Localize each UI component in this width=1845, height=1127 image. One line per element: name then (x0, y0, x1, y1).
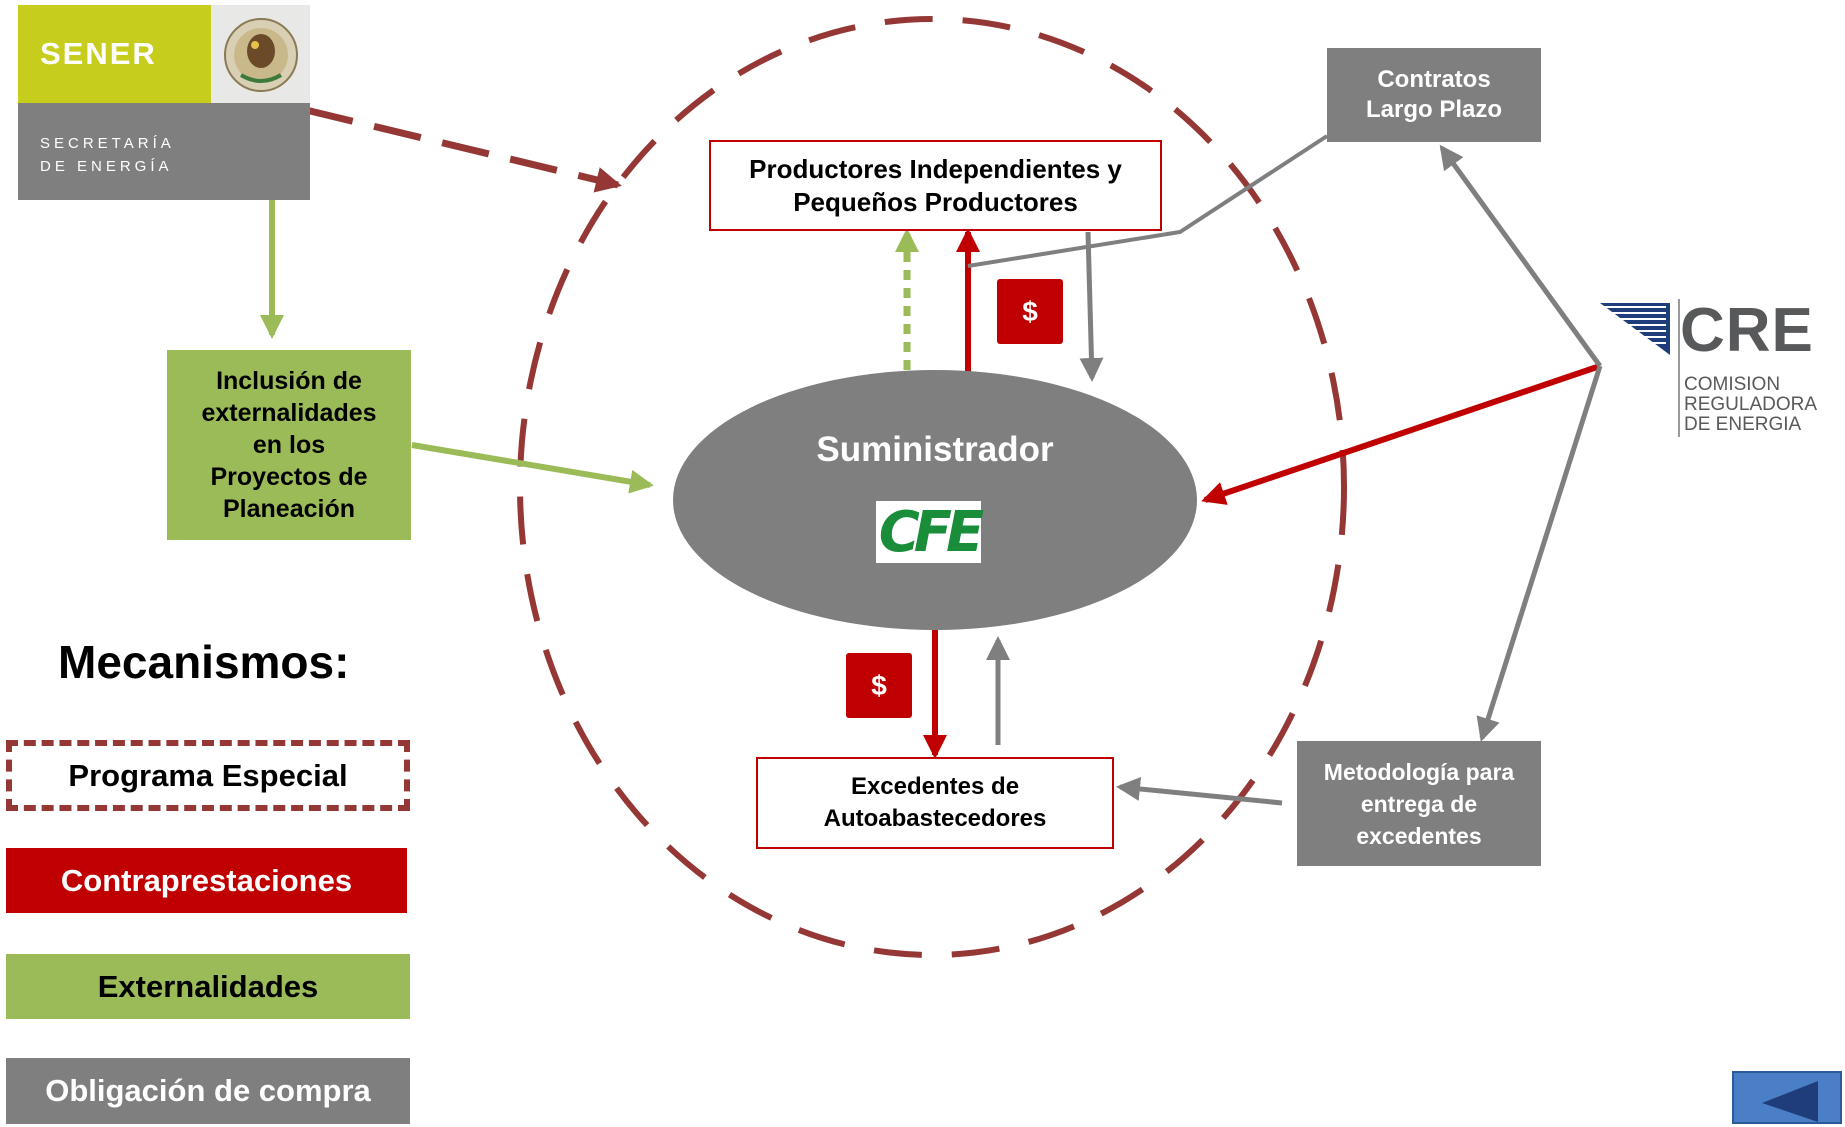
legend-programa-especial-label: Programa Especial (68, 757, 348, 793)
legend-obligacion-compra: Obligación de compra (6, 1058, 410, 1124)
inclusion-externalidades-box: Inclusión de externalidades en los Proye… (167, 350, 411, 540)
metodologia-box: Metodología para entrega de excedentes (1297, 741, 1541, 866)
contratos-connector (967, 134, 1329, 268)
back-arrow-icon (1762, 1081, 1818, 1122)
productores-line1: Productores Independientes y (749, 153, 1122, 184)
excedentes-box: Excedentes de Autoabastecedores (756, 757, 1114, 849)
mexico-seal-icon (211, 5, 310, 103)
cre-full-line2: REGULADORA (1684, 394, 1818, 415)
legend-externalidades-label: Externalidades (97, 968, 319, 1004)
productores-box: Productores Independientes y Pequeños Pr… (709, 140, 1162, 231)
inclusion-to-suministrador-arrow (411, 442, 654, 494)
programa-especial-circle (517, 16, 1347, 958)
inclusion-line2: externalidades (201, 399, 377, 427)
cre-to-contratos-arrow (1439, 144, 1603, 368)
sener-subtitle-line2: DE ENERGÍA (40, 158, 173, 175)
inclusion-line3: en los (252, 431, 326, 459)
cfe-logo: CFE (876, 500, 984, 565)
legend-programa-especial: Programa Especial (6, 740, 410, 811)
productores-line2: Pequeños Productores (793, 186, 1078, 217)
metodologia-to-excedentes-arrow (1116, 777, 1283, 806)
legend-contraprestaciones-label: Contraprestaciones (60, 862, 353, 898)
sener-dashed-arrow (305, 106, 622, 193)
cre-full-line1: COMISION (1684, 374, 1781, 395)
legend-title: Mecanismos: (58, 636, 350, 688)
cre-logo: CRE COMISION REGULADORA DE ENERGIA (1600, 295, 1840, 440)
cre-to-metodologia-arrow (1476, 365, 1603, 742)
sener-subtitle-line1: SECRETARÍA (40, 135, 175, 152)
sener-logo: SENER SECRETARÍA DE ENERGÍA (18, 5, 310, 200)
cre-name: CRE (1680, 296, 1814, 365)
dollar-badge-top: $ (997, 279, 1063, 344)
productores-to-suministrador-arrow (1079, 231, 1104, 382)
legend-externalidades: Externalidades (6, 954, 410, 1019)
inclusion-line5: Planeación (223, 495, 355, 523)
cre-stripes-icon (1600, 303, 1670, 355)
legend-obligacion-compra-label: Obligación de compra (45, 1073, 371, 1108)
contratos-line1: Contratos (1377, 66, 1491, 93)
metodologia-line2: entrega de (1360, 790, 1478, 817)
excedentes-line1: Excedentes de (850, 773, 1020, 800)
excedentes-line2: Autoabastecedores (823, 805, 1047, 832)
suministrador-label: Suministrador (816, 430, 1054, 469)
sener-name: SENER (18, 5, 211, 103)
contratos-line2: Largo Plazo (1365, 96, 1503, 123)
metodologia-line3: excedentes (1356, 822, 1482, 849)
cre-contraprestacion-arrow (1201, 363, 1601, 505)
inclusion-line1: Inclusión de (216, 367, 362, 395)
legend-contraprestaciones: Contraprestaciones (6, 848, 407, 913)
cre-full-line3: DE ENERGIA (1684, 414, 1802, 435)
contratos-largo-plazo-box: Contratos Largo Plazo (1327, 48, 1541, 142)
suministrador-ellipse (673, 370, 1197, 630)
back-button[interactable] (1732, 1071, 1842, 1124)
dollar-badge-bottom: $ (846, 653, 912, 718)
inclusion-line4: Proyectos de (210, 463, 368, 491)
metodologia-line1: Metodología para (1323, 758, 1515, 785)
